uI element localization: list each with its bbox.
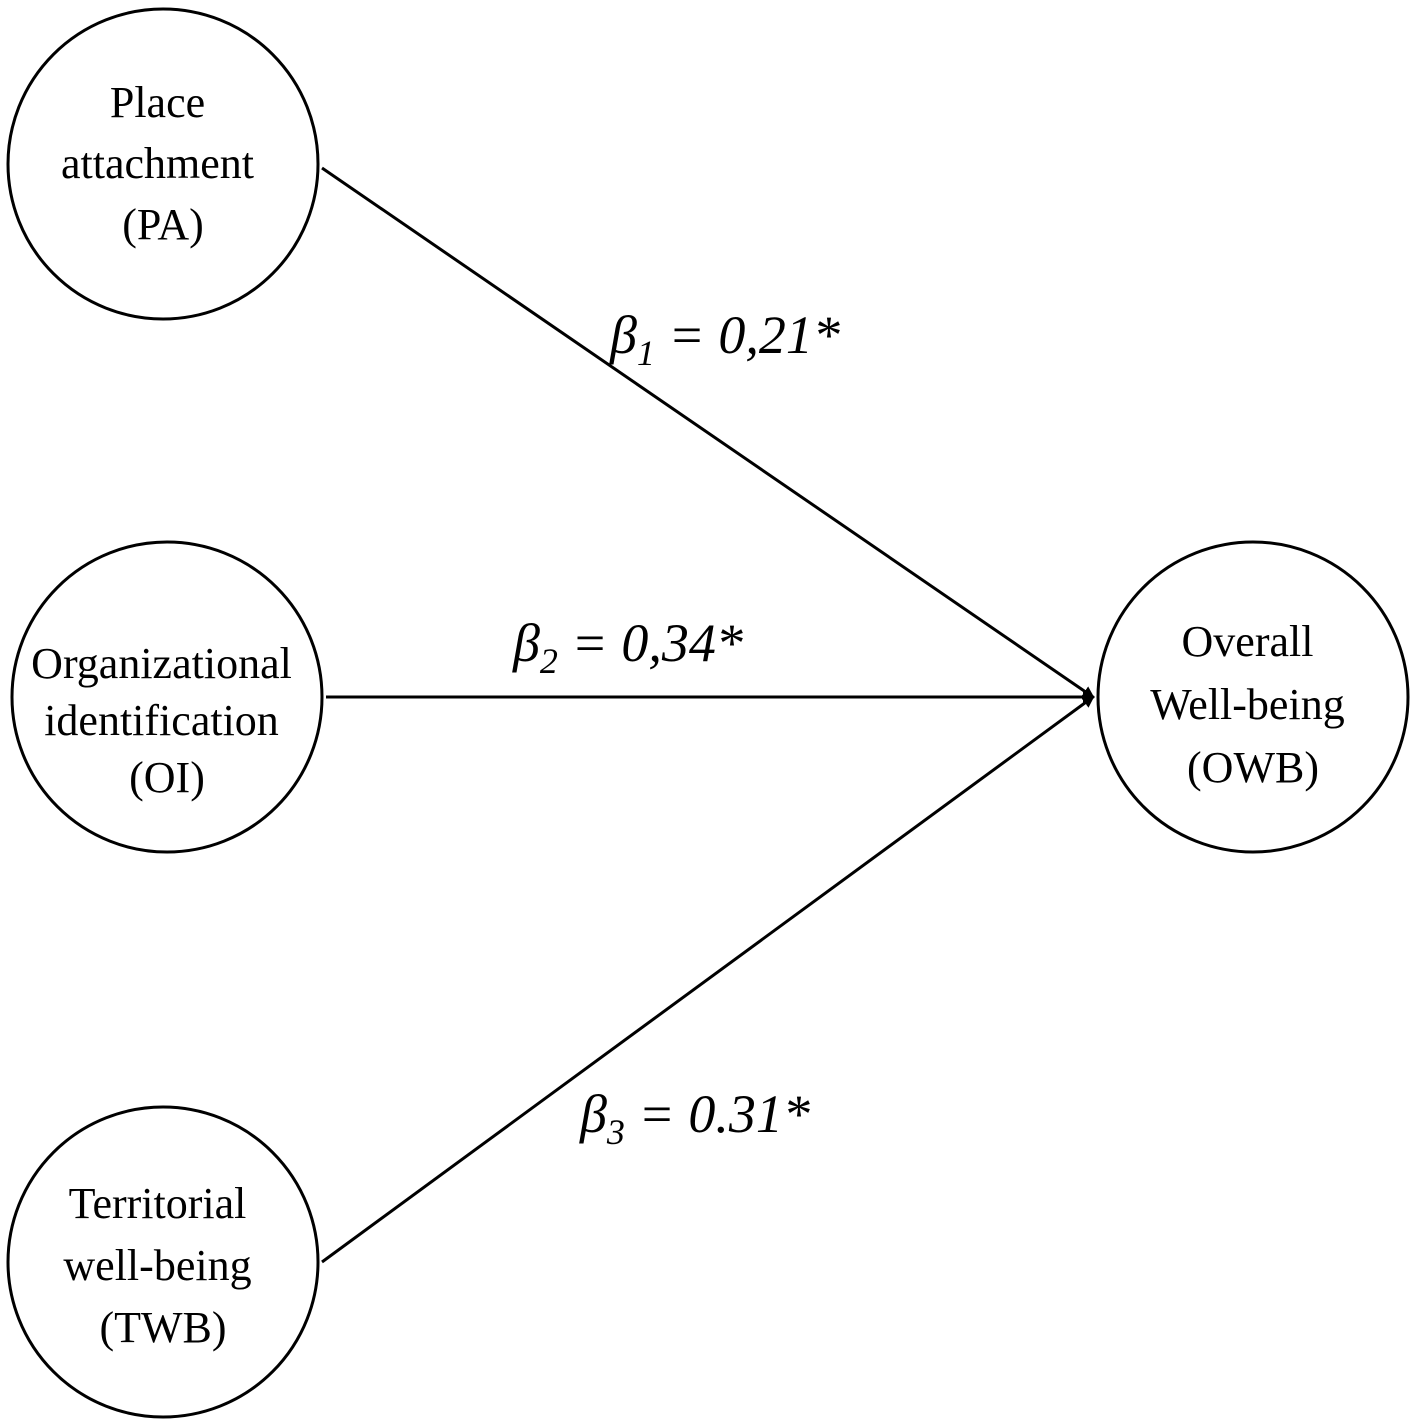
node-overall-well-being: Overall Well-being (OWB) — [1096, 540, 1410, 854]
node-place-attachment: Place attachment (PA) — [6, 7, 320, 321]
edge-twb-to-owb — [321, 695, 1095, 1264]
coefficient-beta-3: β3 = 0.31* — [579, 1084, 810, 1152]
node-territorial-well-being-label: Territorial well-being (TWB) — [63, 1179, 262, 1352]
coefficient-beta-2: β2 = 0,34* — [512, 613, 743, 681]
node-organizational-identification: Organizational identification (OI) — [10, 540, 324, 854]
edge-pa-to-owb — [321, 166, 1095, 699]
node-overall-well-being-label: Overall Well-being (OWB) — [1150, 617, 1355, 792]
node-organizational-identification-label: Organizational identification (OI) — [31, 639, 303, 802]
node-territorial-well-being: Territorial well-being (TWB) — [6, 1105, 320, 1419]
coefficient-beta-1: β1 = 0,21* — [609, 305, 840, 373]
node-place-attachment-label: Place attachment (PA) — [61, 78, 265, 249]
